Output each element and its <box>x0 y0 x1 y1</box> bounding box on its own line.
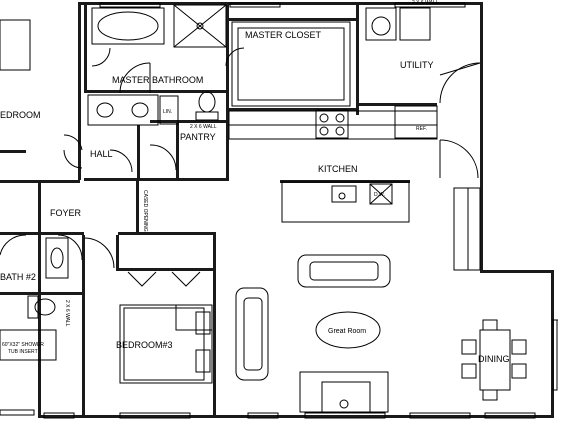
label-dining: DINING <box>478 354 510 364</box>
note-utility-wall: 2 X 6 WALL <box>412 0 439 6</box>
shower-tub-insert <box>0 329 57 361</box>
bathtub <box>91 7 165 45</box>
bed-left <box>0 19 31 71</box>
label-bedroom-left: EDROOM <box>0 110 41 120</box>
refrigerator <box>394 105 438 139</box>
note-pantry-wall: 2 X 6 WALL <box>190 124 217 130</box>
bath2-sink <box>45 237 69 279</box>
label-great-room: Great Room <box>328 328 366 335</box>
sofa-left <box>235 287 269 381</box>
toilet-master <box>195 91 219 121</box>
cooktop <box>315 109 349 139</box>
dining-table <box>461 319 527 401</box>
washer-dryer <box>365 7 431 41</box>
double-vanity <box>87 94 159 126</box>
label-dw: D.W. <box>374 192 385 198</box>
label-hall: HALL <box>90 149 113 159</box>
label-kitchen: KITCHEN <box>318 164 358 174</box>
linen-closet <box>159 95 179 125</box>
room-labels: MASTER CLOSET UTILITY MASTER BATHROOM ED… <box>0 30 510 364</box>
fixture-labels: REF. D.W. 60"X32" SHOWER TUB INSERT <box>2 126 427 355</box>
sofa-top <box>297 254 391 288</box>
label-pantry: PANTRY <box>180 132 216 142</box>
kitchen-sink <box>331 185 357 203</box>
bed <box>119 304 213 384</box>
label-ref: REF. <box>416 126 427 132</box>
bath2-toilet <box>27 295 56 319</box>
label-shower-1: 60"X32" SHOWER <box>2 342 44 348</box>
note-cased-opening: CASED OPENING <box>142 190 148 232</box>
label-bath2: BATH #2 <box>0 272 36 282</box>
dishwasher <box>369 183 393 205</box>
stair-rails <box>453 187 481 271</box>
walls <box>0 2 554 418</box>
windows <box>0 2 536 419</box>
wall-notes: 2 X 6 WALL 2 X 6 WALL 2 X 6 WALL CASED O… <box>64 0 439 327</box>
label-master-bathroom: MASTER BATHROOM <box>112 75 203 85</box>
label-foyer: FOYER <box>50 208 82 218</box>
label-utility: UTILITY <box>400 60 434 70</box>
label-lin: LIN. <box>163 109 172 115</box>
fireplace <box>299 371 389 413</box>
closet-rods <box>231 21 351 107</box>
note-bath2-wall: 2 X 6 WALL <box>64 300 70 327</box>
shower-stall <box>173 4 227 48</box>
label-bedroom3: BEDROOM#3 <box>116 340 173 350</box>
label-master-closet: MASTER CLOSET <box>245 30 322 40</box>
label-shower-2: TUB INSERT <box>8 349 38 355</box>
coffee-table <box>315 311 381 349</box>
doors <box>0 47 558 391</box>
